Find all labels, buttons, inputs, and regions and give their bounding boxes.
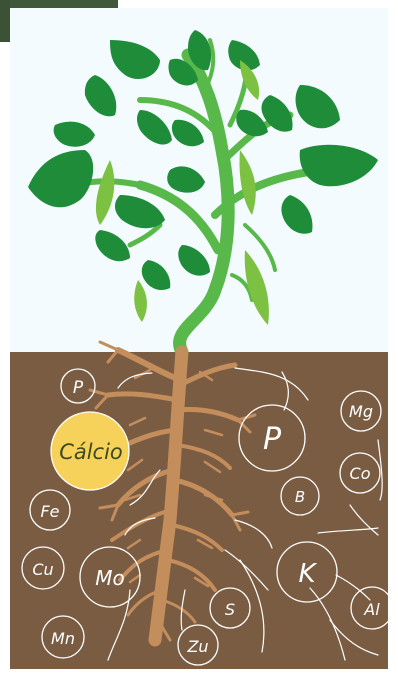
- svg-text:Co: Co: [350, 464, 371, 483]
- svg-text:Mg: Mg: [349, 402, 373, 421]
- svg-text:Al: Al: [363, 600, 380, 619]
- svg-text:Cálcio: Cálcio: [59, 440, 123, 464]
- svg-text:B: B: [295, 488, 305, 506]
- svg-text:K: K: [298, 559, 317, 589]
- svg-text:S: S: [225, 600, 235, 619]
- svg-text:Zu: Zu: [186, 637, 208, 656]
- nutrient-calcio: Cálcio: [51, 412, 129, 490]
- svg-text:Cu: Cu: [32, 560, 53, 579]
- svg-text:Mn: Mn: [51, 629, 75, 648]
- svg-text:Mo: Mo: [95, 566, 125, 590]
- svg-text:P: P: [263, 422, 282, 457]
- svg-text:P: P: [73, 378, 84, 398]
- svg-text:Fe: Fe: [40, 502, 59, 521]
